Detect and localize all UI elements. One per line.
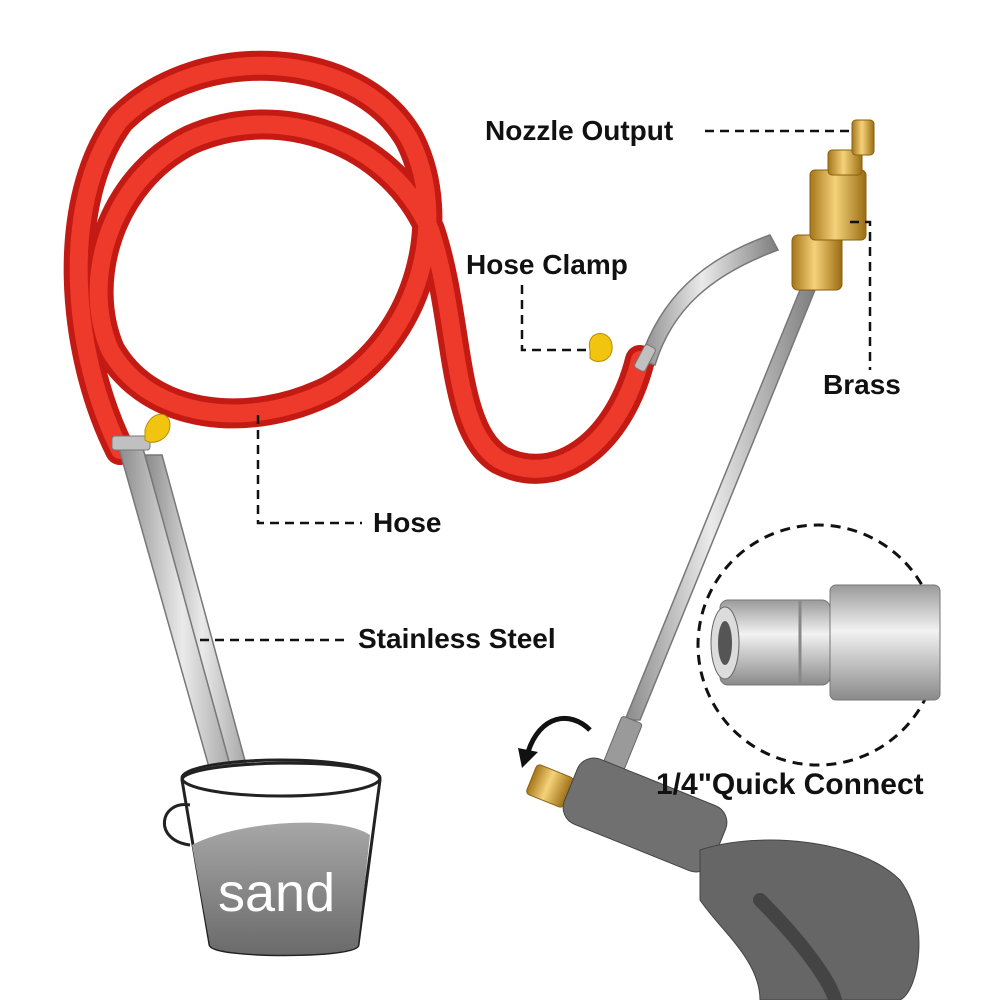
sandblast-wand	[588, 119, 875, 770]
rotate-arrow-icon	[518, 715, 592, 768]
sand-bucket	[162, 758, 382, 957]
left-hose-clamp-band	[111, 435, 151, 451]
quick-connect-label: 1/4"Quick Connect	[656, 768, 924, 801]
brass-label: Brass	[823, 369, 901, 400]
bucket-handle	[162, 803, 191, 847]
right-clamp-handle	[588, 333, 613, 362]
stainless-steel-label: Stainless Steel	[358, 623, 556, 654]
hose-clamp-label: Hose Clamp	[466, 249, 628, 280]
brass-fitting	[791, 119, 875, 291]
wand-bent-inlet	[639, 234, 780, 366]
hose-loop-outer-highlight	[69, 56, 649, 478]
leader-hose	[256, 415, 362, 525]
hose-label: Hose	[373, 507, 442, 538]
leader-hose-clamp	[520, 285, 590, 352]
leader-brass	[850, 220, 872, 370]
sand-label: sand	[218, 863, 336, 923]
quick-connect-detail	[696, 523, 941, 767]
nozzle-tip	[851, 119, 875, 156]
hose-coil	[63, 50, 655, 484]
leader-lines	[200, 129, 872, 642]
nozzle-output-label: Nozzle Output	[485, 115, 674, 146]
pressure-washer-gun	[526, 757, 920, 1000]
left-clamp-handle	[144, 413, 171, 443]
